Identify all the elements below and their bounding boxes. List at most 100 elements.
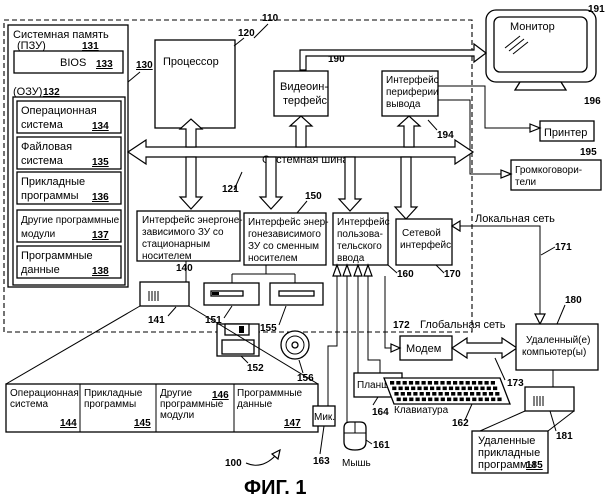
storage-item-line: система bbox=[10, 399, 48, 410]
ram-item-line-1: Другие программные bbox=[21, 215, 120, 226]
mic-cable bbox=[328, 276, 337, 408]
cd-disc-ref: 156 bbox=[297, 373, 314, 384]
ram-item: Операционнаясистема134 bbox=[17, 101, 121, 133]
wan-ref: 173 bbox=[507, 378, 524, 389]
ram-item-line-2: модули bbox=[21, 229, 55, 240]
modem-ref: 172 bbox=[393, 320, 410, 331]
ram-item-line-2: данные bbox=[21, 264, 60, 276]
svg-text:носителем: носителем bbox=[142, 251, 192, 262]
ram-label: (ОЗУ) bbox=[13, 86, 42, 98]
storage-item-ref: 144 bbox=[60, 418, 77, 429]
wan-label: Глобальная сеть bbox=[420, 319, 506, 331]
nv-fixed-bus-arrow bbox=[180, 157, 202, 209]
nv-removable-ref-upper: 150 bbox=[305, 191, 322, 202]
svg-text:стационарным: стационарным bbox=[142, 239, 210, 250]
ram-item: Файловаясистема135 bbox=[17, 137, 121, 169]
modem-ui-line bbox=[385, 276, 392, 348]
figure-ref: 100 bbox=[225, 458, 242, 469]
remote-apps-ref: 185 bbox=[526, 460, 543, 471]
ram-item-line-2: система bbox=[21, 119, 64, 131]
ram-item: Прикладные программы 136 bbox=[17, 172, 121, 204]
wan-arrow bbox=[452, 338, 517, 358]
svg-text:Интерфейс энергоне-: Интерфейс энергоне- bbox=[142, 214, 243, 226]
lan-label: Локальная сеть bbox=[475, 213, 555, 225]
svg-text:интерфейс: интерфейс bbox=[400, 239, 451, 251]
lan-line bbox=[476, 226, 540, 322]
output-peripheral-interface: Интерфейс периферии вывода 194 bbox=[382, 71, 454, 141]
mic-ref: 163 bbox=[313, 456, 330, 467]
computer-ref: 110 bbox=[262, 13, 279, 24]
ram-item-ref: 137 bbox=[92, 230, 109, 241]
hard-disk: 141 bbox=[140, 282, 189, 326]
monitor-ref: 191 bbox=[588, 4, 605, 15]
periph-label-2: периферии bbox=[386, 86, 439, 98]
keyboard-label: Клавиатура bbox=[394, 405, 449, 416]
tablet-ref: 164 bbox=[372, 407, 389, 418]
processor-label: Процессор bbox=[163, 56, 219, 68]
ram-item-line-1: Операционная bbox=[21, 105, 97, 117]
svg-text:носителем: носителем bbox=[248, 253, 298, 264]
storage-item-ref: 145 bbox=[134, 418, 151, 429]
monitor: Монитор 191 bbox=[486, 4, 605, 90]
keyboard-ref: 162 bbox=[452, 418, 469, 429]
processor-ref: 120 bbox=[238, 28, 255, 39]
storage-item-line: данные bbox=[237, 399, 273, 410]
svg-text:Интерфейс: Интерфейс bbox=[337, 216, 390, 228]
mouse-label: Мышь bbox=[342, 458, 371, 469]
ram-item: Другие программные модули 137 bbox=[17, 210, 121, 242]
net-if-ref: 170 bbox=[444, 269, 461, 280]
cd-drive-ref: 155 bbox=[260, 323, 277, 334]
keyboard-cable bbox=[368, 276, 380, 376]
storage-item-line: Прикладные bbox=[84, 388, 143, 399]
svg-text:гонезависимого: гонезависимого bbox=[248, 229, 321, 240]
svg-text:Удаленный(е): Удаленный(е) bbox=[526, 335, 590, 346]
speakers-label-2: тели bbox=[515, 177, 536, 188]
mouse-cable bbox=[347, 276, 355, 446]
video-label-2: терфейс bbox=[283, 95, 327, 107]
printer-ref: 196 bbox=[584, 96, 601, 107]
ram-item-line-2: программы bbox=[21, 190, 79, 202]
ram-item-ref: 136 bbox=[92, 192, 109, 203]
cd-disc: 156 bbox=[281, 331, 314, 384]
cd-drive: 155 bbox=[260, 283, 323, 334]
mouse-ref: 161 bbox=[373, 440, 390, 451]
modem-label: Модем bbox=[406, 343, 441, 355]
periph-ref: 194 bbox=[437, 130, 454, 141]
remote-ref: 180 bbox=[565, 295, 582, 306]
bus-ref: 121 bbox=[222, 184, 239, 195]
periph-label-3: вывода bbox=[386, 99, 421, 110]
processor: Процессор 120 bbox=[155, 28, 255, 128]
video-label-1: Видеоин- bbox=[280, 81, 328, 93]
svg-text:Удаленные: Удаленные bbox=[478, 435, 535, 447]
microphone: Мик. 163 bbox=[313, 406, 335, 467]
system-memory-ref: 130 bbox=[136, 60, 153, 71]
speakers-label-1: Громкоговори- bbox=[515, 165, 582, 176]
nv-fixed-interface: Интерфейс энергоне- зависимого ЗУ со ста… bbox=[137, 211, 243, 274]
ram-item-line-1: Прикладные bbox=[21, 176, 85, 188]
floppy-disk-ref: 152 bbox=[247, 363, 264, 374]
computer-ref-leader bbox=[254, 24, 268, 38]
user-input-ref: 160 bbox=[397, 269, 414, 280]
svg-text:ЗУ со сменным: ЗУ со сменным bbox=[248, 241, 319, 252]
storage-item-line: Другие bbox=[160, 388, 192, 399]
ram-item: Программные данные 138 bbox=[17, 246, 121, 278]
svg-text:компьютер(ы): компьютер(ы) bbox=[522, 347, 586, 358]
periph-bus-arrow bbox=[398, 116, 420, 147]
ram-items: Операционнаясистема134Файловаясистема135… bbox=[17, 101, 121, 278]
ram-item-line-2: система bbox=[21, 155, 64, 167]
video-interface: Видеоин- терфейс 190 bbox=[274, 54, 345, 116]
bios-ref: 133 bbox=[96, 59, 113, 70]
monitor-label: Монитор bbox=[510, 21, 555, 33]
speakers-ref: 195 bbox=[580, 147, 597, 158]
periph-printer-line bbox=[438, 86, 532, 128]
ram-item-line-1: Программные bbox=[21, 250, 93, 262]
figure-title: ФИГ. 1 bbox=[244, 477, 307, 499]
storage-item-line: программы bbox=[84, 399, 136, 410]
remote-computer: Удаленный(е) компьютер(ы) 180 bbox=[516, 295, 598, 370]
rom-ref: 131 bbox=[82, 41, 99, 52]
ram-item-ref: 138 bbox=[92, 266, 109, 277]
bios-label: BIOS bbox=[60, 57, 86, 69]
svg-text:зависимого ЗУ со: зависимого ЗУ со bbox=[142, 227, 224, 238]
remote-applications: Удаленные прикладные программы 185 bbox=[472, 431, 548, 473]
